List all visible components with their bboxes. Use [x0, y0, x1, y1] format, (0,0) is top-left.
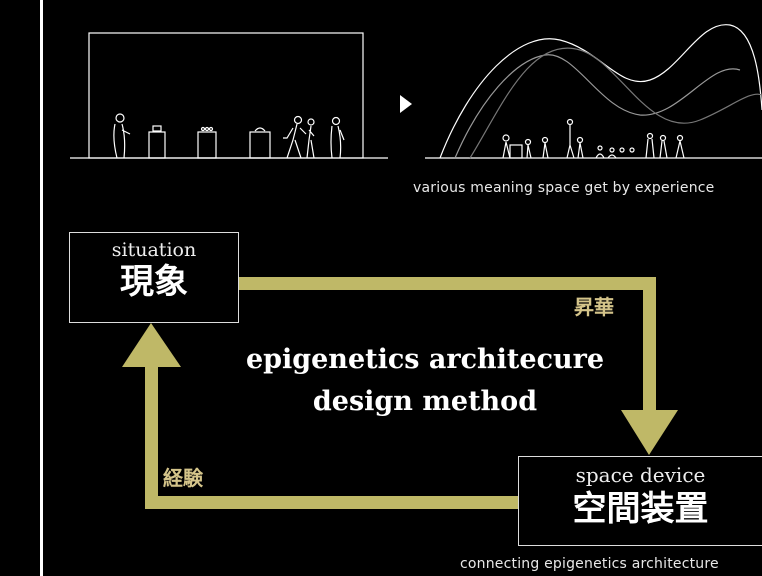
top-caption: various meaning space get by experience — [413, 180, 715, 196]
left-divider-line — [40, 0, 43, 576]
situation-box: situation 現象 — [69, 232, 239, 323]
people-figures-left — [113, 113, 345, 159]
experience-label: 経験 — [163, 466, 203, 490]
cycle-arrows — [122, 277, 678, 509]
play-arrow-icon — [400, 95, 412, 113]
space-device-box: space device 空間装置 — [518, 456, 762, 546]
curved-space-sketch — [425, 24, 762, 159]
situation-label-jp: 現象 — [120, 262, 188, 302]
situation-label-en: situation — [111, 239, 197, 261]
title-line2: design method — [312, 386, 538, 417]
space-device-label-jp: 空間装置 — [572, 489, 709, 529]
title-line1: epigenetics architecure — [245, 344, 605, 375]
sublimation-label: 昇華 — [574, 295, 614, 319]
people-figures-right — [502, 118, 685, 159]
bottom-caption: connecting epigenetics architecture — [460, 556, 719, 572]
space-device-label-en: space device — [575, 463, 706, 487]
box-room-sketch — [70, 32, 388, 159]
